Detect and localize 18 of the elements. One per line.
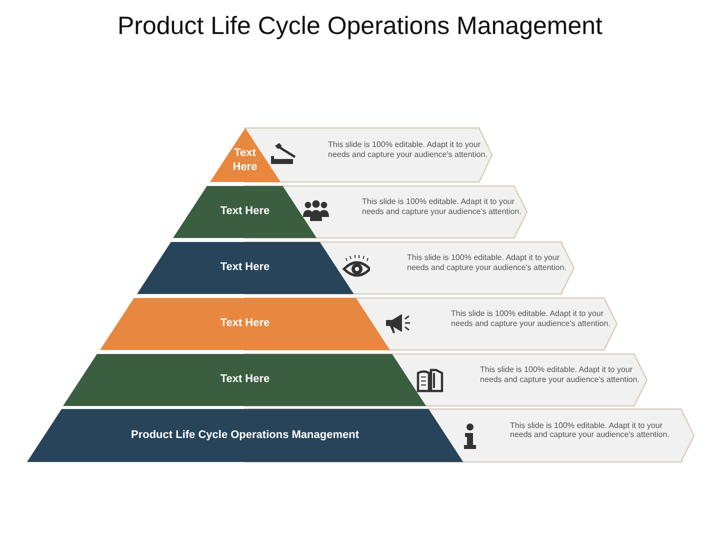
description-text: This slide is 100% editable. Adapt it to your needs and capture your audience's attention. — [510, 420, 670, 440]
tier-label: Text Here — [219, 317, 271, 331]
description-text: This slide is 100% editable. Adapt it to your needs and capture your audience's attention. — [407, 253, 568, 272]
tier-label: Text Here — [219, 373, 271, 387]
description-text: This slide is 100% editable. Adapt it to your needs and capture your audience's attention. — [480, 365, 640, 384]
pyramid-tier — [100, 298, 390, 350]
pyramid-tier — [63, 354, 427, 406]
title: Product Life Cycle Operations Management — [116, 12, 604, 41]
tier-label: Text Here — [219, 261, 271, 275]
pyramid-tier — [173, 186, 317, 238]
tier-label: Text Here — [219, 205, 271, 219]
description-text: This slide is 100% editable. Adapt it to your needs and capture your audience's attention. — [362, 197, 522, 216]
tier-label: Text Here — [232, 147, 258, 174]
tier-label: Product Life Cycle Operations Management — [130, 428, 360, 442]
description-text: This slide is 100% editable. Adapt it to your needs and capture your audience's attention. — [451, 309, 612, 328]
pyramid-tier — [26, 409, 464, 462]
pyramid-tier — [136, 242, 354, 294]
description-text: This slide is 100% editable. Adapt it to your needs and capture your audience's attention. — [328, 140, 488, 160]
